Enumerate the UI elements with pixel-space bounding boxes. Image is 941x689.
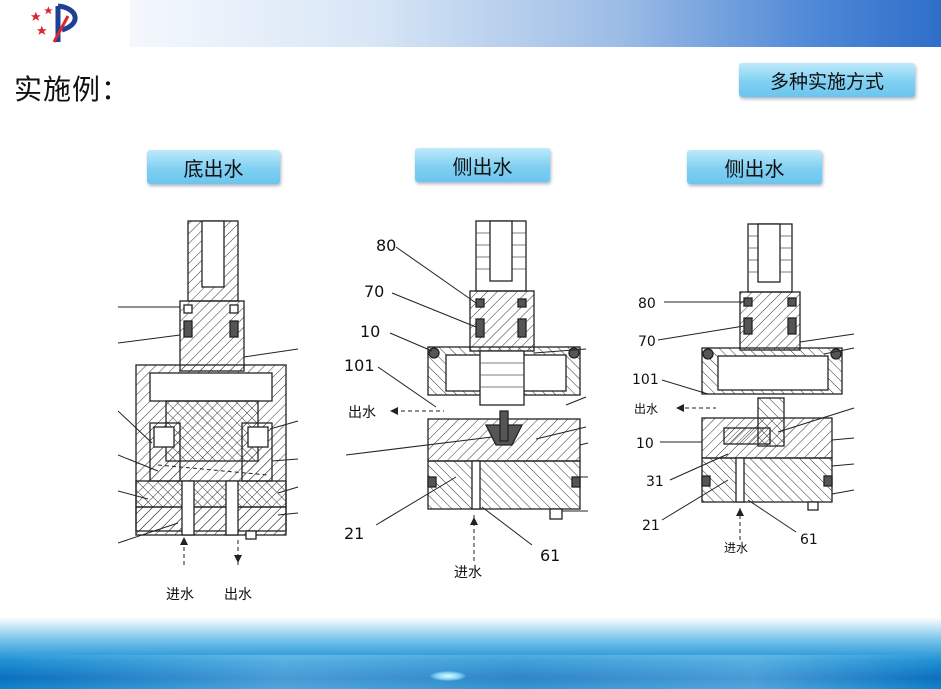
d2-label-21: 21 <box>344 524 364 543</box>
side-outlet-drawing-b: 80 70 101 10 31 21 61 出水 进水 <box>632 223 855 555</box>
header-band <box>130 0 941 47</box>
page-title: 实施例： <box>14 73 131 106</box>
d3-label-70: 70 <box>638 334 656 350</box>
side-outlet-badge-a: 侧出水 <box>415 148 550 182</box>
d2-inlet-label: 进水 <box>454 565 482 581</box>
d3-label-31: 31 <box>646 474 664 490</box>
footer-water-band <box>0 617 941 689</box>
footer-glow <box>0 655 941 689</box>
water-drop-icon <box>430 671 466 681</box>
d3-outlet-label: 出水 <box>634 402 658 416</box>
side-outlet-badge-b: 侧出水 <box>687 150 822 184</box>
d3-label-61: 61 <box>800 532 818 548</box>
bottom-outlet-badge: 底出水 <box>147 150 280 184</box>
d2-label-70: 70 <box>364 282 384 301</box>
d2-label-80: 80 <box>376 236 396 255</box>
d2-label-61: 61 <box>540 546 560 565</box>
d2-label-101: 101 <box>344 356 375 375</box>
d2-outlet-label: 出水 <box>348 405 376 421</box>
d3-inlet-label: 进水 <box>724 541 748 555</box>
drawing1-inlet-label: 进水 <box>166 587 194 603</box>
side-outlet-drawing-a: 80 70 10 101 21 61 出水 进水 <box>344 220 589 581</box>
d3-label-101: 101 <box>632 372 659 388</box>
d2-label-10: 10 <box>360 322 380 341</box>
drawing1-outlet-label: 出水 <box>224 587 252 603</box>
company-logo-icon <box>30 3 78 43</box>
variants-badge: 多种实施方式 <box>739 63 915 97</box>
d3-label-80: 80 <box>638 296 656 312</box>
d3-label-21: 21 <box>642 518 660 534</box>
d3-label-10: 10 <box>636 436 654 452</box>
bottom-outlet-drawing: 进水 出水 <box>118 220 299 603</box>
